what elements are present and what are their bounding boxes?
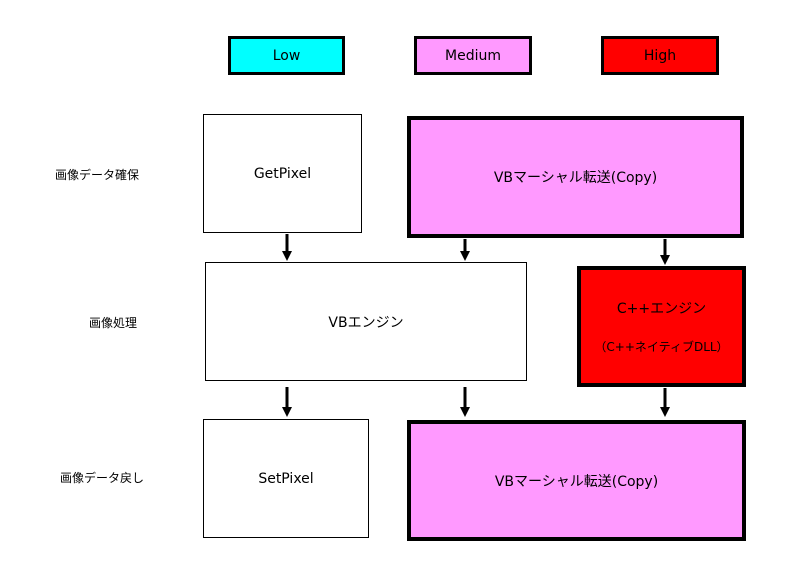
cpp-engine-label: C++エンジン (616, 301, 707, 317)
marshal-copy-top-label: VBマーシャル転送(Copy) (493, 170, 658, 186)
legend-low-label: Low (272, 47, 301, 64)
getpixel-box: GetPixel (203, 114, 362, 233)
arrow-marshal-to-vb-engine (460, 239, 470, 261)
legend-low: Low (228, 36, 345, 75)
marshal-copy-bottom-box: VBマーシャル転送(Copy) (407, 420, 746, 541)
setpixel-box: SetPixel (203, 419, 369, 538)
arrow-getpixel-to-vb-engine (282, 234, 292, 261)
legend-medium: Medium (414, 36, 532, 75)
setpixel-label: SetPixel (258, 470, 314, 487)
row-label-acquire: 画像データ確保 (55, 168, 140, 182)
cpp-engine-box: C++エンジン （C++ネイティブDLL） (577, 266, 746, 387)
getpixel-label: GetPixel (253, 165, 312, 182)
arrow-vb-engine-to-setpixel (282, 387, 292, 417)
legend-medium-label: Medium (445, 47, 501, 64)
arrow-marshal-to-cpp-engine (660, 239, 670, 265)
marshal-copy-bottom-label: VBマーシャル転送(Copy) (494, 473, 659, 490)
cpp-engine-sublabel: （C++ネイティブDLL） (594, 340, 729, 354)
vb-engine-label: VBエンジン (328, 314, 404, 331)
marshal-copy-top-box: VBマーシャル転送(Copy) (407, 116, 744, 238)
legend-high: High (601, 36, 719, 75)
legend-high-label: High (643, 47, 677, 64)
row-label-return: 画像データ戻し (60, 471, 145, 485)
row-label-process: 画像処理 (89, 316, 138, 330)
vb-engine-box: VBエンジン (205, 262, 527, 381)
arrow-vb-engine-to-marshal (460, 387, 470, 417)
arrow-cpp-engine-to-marshal (660, 388, 670, 417)
